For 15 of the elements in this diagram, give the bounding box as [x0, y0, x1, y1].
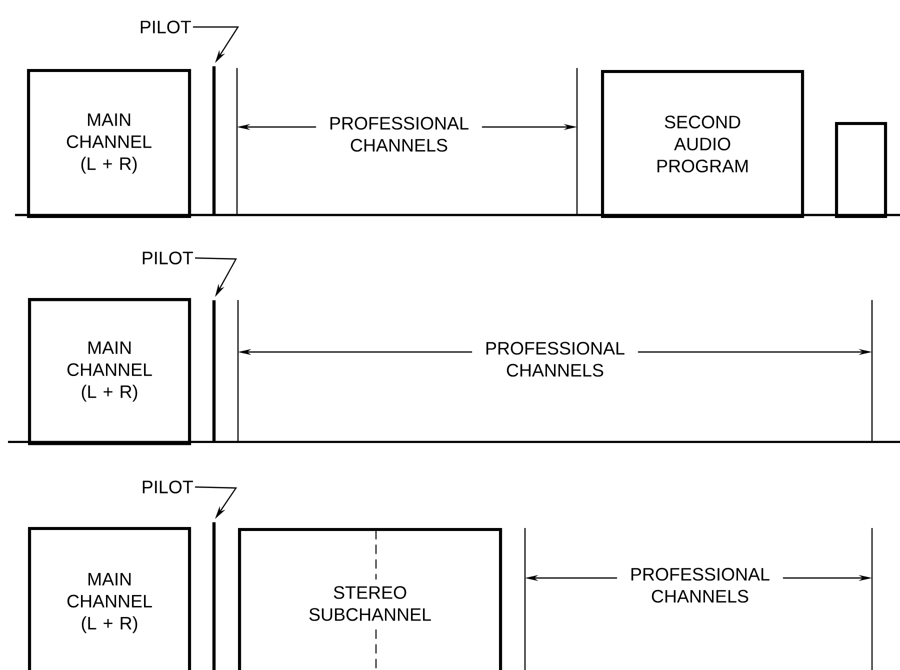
- channel-label: PROFESSIONAL CHANNELS: [330, 116, 468, 152]
- channel-box: [835, 122, 888, 218]
- pilot-bar: [212, 522, 216, 670]
- pilot-bar: [212, 66, 216, 216]
- channel-label: PROFESSIONAL CHANNELS: [486, 342, 624, 377]
- pilot-label: PILOT: [142, 252, 193, 264]
- pilot-label: PILOT: [140, 20, 191, 34]
- channel-box: MAIN CHANNEL (L + R): [28, 527, 192, 670]
- pilot-bar: [212, 300, 216, 442]
- channel-box: STEREO SUBCHANNEL: [238, 528, 502, 670]
- channel-box: MAIN CHANNEL (L + R): [28, 298, 192, 446]
- channel-label: PROFESSIONAL CHANNELS: [631, 568, 770, 603]
- pilot-label: PILOT: [142, 480, 193, 494]
- channel-box: SECOND AUDIO PROGRAM: [601, 70, 804, 218]
- channel-box: MAIN CHANNEL (L + R): [27, 69, 192, 218]
